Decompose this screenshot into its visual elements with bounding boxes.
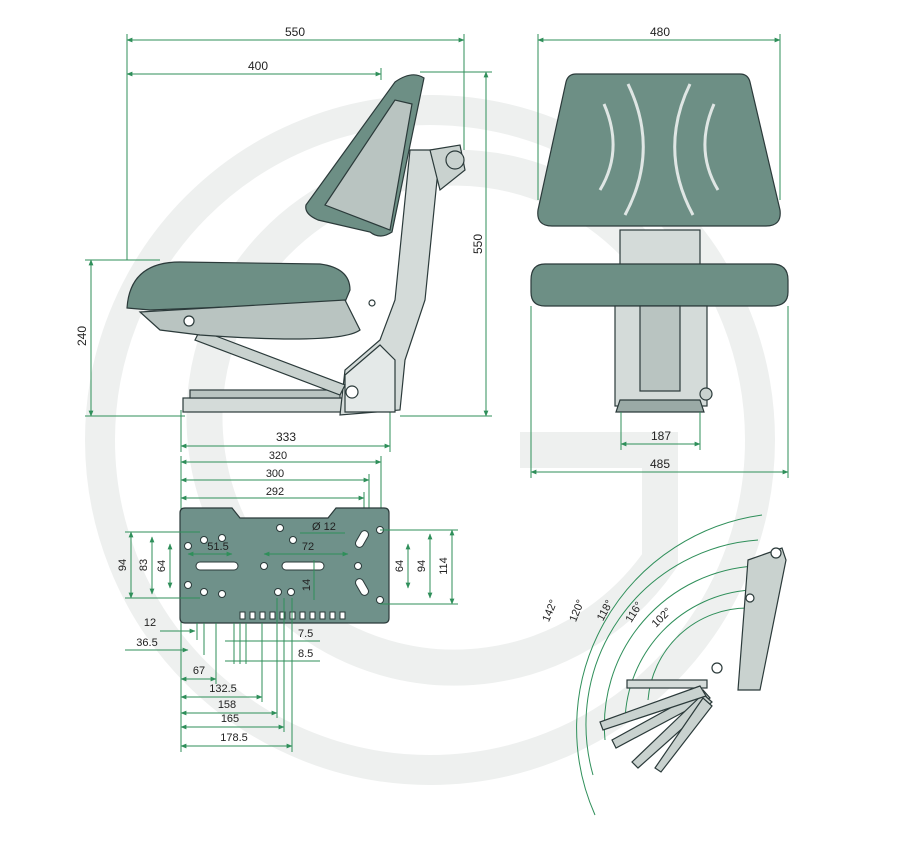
front-cushion: [530, 263, 789, 307]
angle-142: 142°: [540, 598, 560, 624]
dim-right-94: 94: [416, 560, 428, 572]
suspension-frame: [339, 149, 441, 416]
dim-right-64: 64: [394, 560, 406, 572]
dim-plate-300: 300: [266, 468, 284, 480]
front-backrest: [537, 73, 781, 227]
dim-132-5: 132.5: [209, 683, 237, 695]
dim-hole-diameter: Ø 12: [312, 521, 336, 533]
slide-rail: [182, 397, 349, 413]
angle-seat-base: [626, 679, 708, 689]
dim-7-5: 7.5: [298, 628, 313, 640]
dim-overall-height: 550: [471, 234, 485, 254]
angle-102: 102°: [650, 606, 675, 631]
dim-14: 14: [301, 579, 313, 591]
dim-backrest-depth: 400: [248, 59, 268, 73]
dim-165: 165: [221, 713, 239, 725]
dim-36-5: 36.5: [136, 637, 157, 649]
dim-left-83: 83: [138, 559, 150, 571]
side-view: 550 400 550 240 333: [75, 25, 492, 452]
dim-backrest-width: 480: [650, 25, 670, 39]
dim-178-5: 178.5: [220, 732, 248, 744]
dim-12: 12: [144, 617, 156, 629]
dim-overall-width: 550: [285, 25, 305, 39]
dim-right-114: 114: [438, 557, 450, 575]
dim-cushion-width: 485: [650, 457, 670, 471]
dim-left-64: 64: [156, 560, 168, 572]
dim-seat-height: 240: [75, 326, 89, 346]
dim-base-width: 187: [651, 429, 671, 443]
dim-rail-length: 333: [276, 430, 296, 444]
front-view: 480 187 485: [530, 25, 789, 478]
dim-51-5: 51.5: [207, 541, 228, 553]
dim-plate-292: 292: [266, 486, 284, 498]
dim-158: 158: [218, 699, 236, 711]
dim-left-94: 94: [117, 559, 129, 571]
dim-72: 72: [302, 541, 314, 553]
dim-8-5: 8.5: [298, 648, 313, 660]
dim-plate-320: 320: [269, 450, 287, 462]
dim-67: 67: [193, 665, 205, 677]
base-plate-view: 320 300 292 Ø 12 51.5: [117, 450, 458, 752]
